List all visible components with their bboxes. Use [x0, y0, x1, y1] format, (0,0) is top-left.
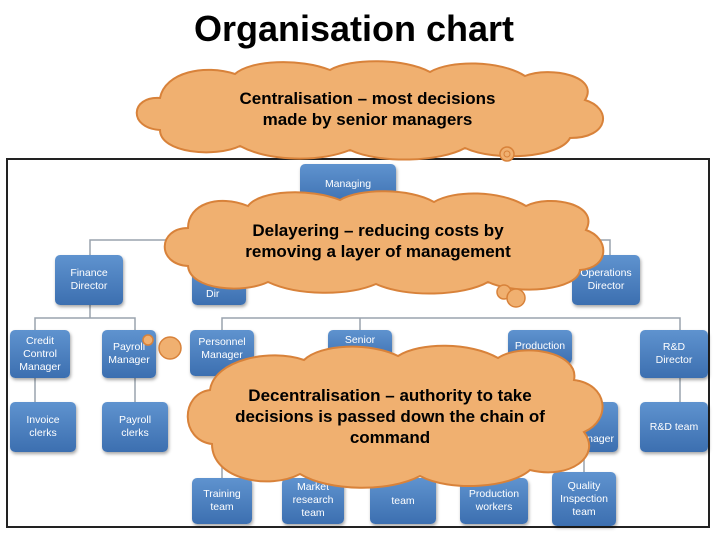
centralisation-cloud: Centralisation – most decisions made by … [120, 58, 615, 160]
invoice-clerks-box: Invoice clerks [10, 402, 76, 452]
cloud-bubble-icon [140, 330, 192, 366]
decentralisation-text: Decentralisation – authority to take dec… [170, 340, 610, 492]
cloud-bubble-icon [492, 280, 532, 310]
centralisation-text: Centralisation – most decisions made by … [120, 58, 615, 160]
cloud-bubble-icon [498, 145, 518, 165]
finance-director-box: Finance Director [55, 255, 123, 305]
decentralisation-cloud: Decentralisation – authority to take dec… [170, 340, 610, 492]
rd-director-box: R&D Director [640, 330, 708, 378]
rd-team-box: R&D team [640, 402, 708, 452]
delayering-text: Delayering – reducing costs by removing … [148, 186, 608, 296]
credit-control-manager-box: Credit Control Manager [10, 330, 70, 378]
delayering-cloud: Delayering – reducing costs by removing … [148, 186, 608, 296]
payroll-clerks-box: Payroll clerks [102, 402, 168, 452]
